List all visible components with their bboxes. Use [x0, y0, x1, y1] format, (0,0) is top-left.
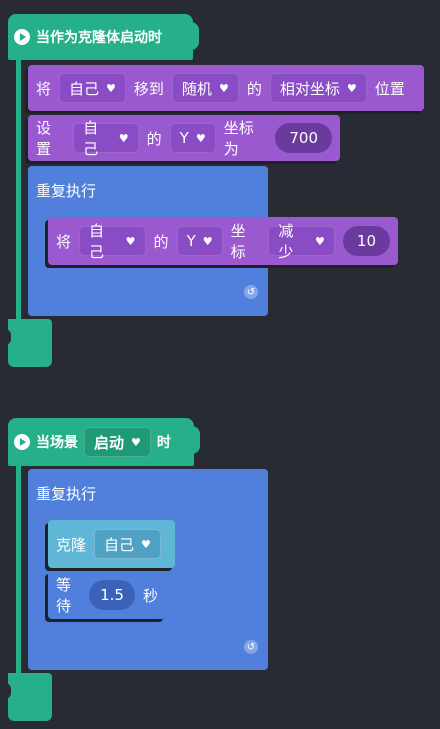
heart-dropdown-icon: ♥: [106, 81, 116, 95]
move-of: 的: [246, 79, 262, 98]
script-spine: [16, 58, 21, 326]
target-dropdown[interactable]: 自己♥: [59, 73, 126, 103]
change-prefix: 将: [56, 232, 72, 251]
set-middle: 坐标为: [223, 119, 254, 158]
loop-arrow-icon: ↺: [244, 285, 258, 299]
operation-dropdown[interactable]: 减少♥: [268, 222, 335, 261]
script-spine: [16, 464, 21, 678]
move-suffix: 位置: [374, 79, 405, 98]
hat-suffix: 时: [156, 435, 171, 451]
heart-dropdown-icon: ♥: [118, 131, 129, 145]
heart-dropdown-icon: ♥: [141, 537, 151, 551]
play-circle-icon: [14, 29, 30, 45]
script-end-cap: [5, 673, 52, 721]
clone-prefix: 克隆: [56, 535, 87, 554]
heart-dropdown-icon: ♥: [346, 81, 357, 95]
heart-dropdown-icon: ♥: [315, 234, 325, 248]
script-end-cap: [5, 319, 52, 367]
axis-dropdown[interactable]: Y♥: [176, 226, 223, 256]
move-middle: 移到: [133, 79, 164, 98]
target-dropdown[interactable]: 自己♥: [73, 119, 139, 158]
wait-suffix: 秒: [142, 586, 158, 605]
repeat-forever-block[interactable]: 重复执行 ↺: [28, 469, 268, 670]
move-prefix: 将: [36, 79, 52, 98]
change-of: 的: [153, 232, 169, 251]
change-value-input[interactable]: 10: [342, 226, 391, 256]
wait-seconds-input[interactable]: 1.5: [89, 580, 135, 610]
wait-block[interactable]: 等待 1.5 秒: [48, 571, 166, 619]
scene-dropdown[interactable]: 启动♥: [84, 427, 151, 457]
axis-dropdown[interactable]: Y♥: [169, 123, 216, 153]
loop-arrow-icon: ↺: [244, 640, 258, 654]
hat-block-scene-start[interactable]: 当场景 启动♥ 时: [8, 418, 200, 466]
destination-dropdown[interactable]: 随机♥: [171, 73, 239, 103]
hat-label: 当作为克隆体启动时: [36, 30, 162, 46]
set-of: 的: [146, 129, 162, 148]
clone-block[interactable]: 克隆 自己♥: [48, 520, 175, 568]
hat-block-clone-start[interactable]: 当作为克隆体启动时: [8, 14, 199, 60]
set-prefix: 设置: [36, 119, 52, 158]
play-circle-icon: [14, 434, 30, 450]
repeat-label: 重复执行: [36, 485, 97, 503]
move-to-block[interactable]: 将 自己♥ 移到 随机♥ 的 相对坐标♥ 位置: [28, 65, 424, 111]
wait-prefix: 等待: [56, 576, 72, 615]
target-dropdown[interactable]: 自己♥: [79, 222, 146, 261]
repeat-label: 重复执行: [36, 182, 97, 200]
coordinate-mode-dropdown[interactable]: 相对坐标♥: [269, 73, 367, 103]
heart-dropdown-icon: ♥: [125, 234, 136, 248]
set-y-block[interactable]: 设置 自己♥ 的 Y♥ 坐标为 700: [28, 115, 340, 161]
heart-dropdown-icon: ♥: [195, 131, 206, 145]
change-y-block[interactable]: 将 自己♥ 的 Y♥ 坐标 减少♥ 10: [48, 217, 398, 265]
change-middle: 坐标: [230, 222, 246, 261]
clone-target-dropdown[interactable]: 自己♥: [94, 529, 161, 559]
heart-dropdown-icon: ♥: [202, 234, 213, 248]
y-value-input[interactable]: 700: [275, 123, 332, 153]
heart-dropdown-icon: ♥: [131, 435, 141, 449]
heart-dropdown-icon: ♥: [218, 81, 229, 95]
hat-prefix: 当场景: [36, 435, 78, 451]
